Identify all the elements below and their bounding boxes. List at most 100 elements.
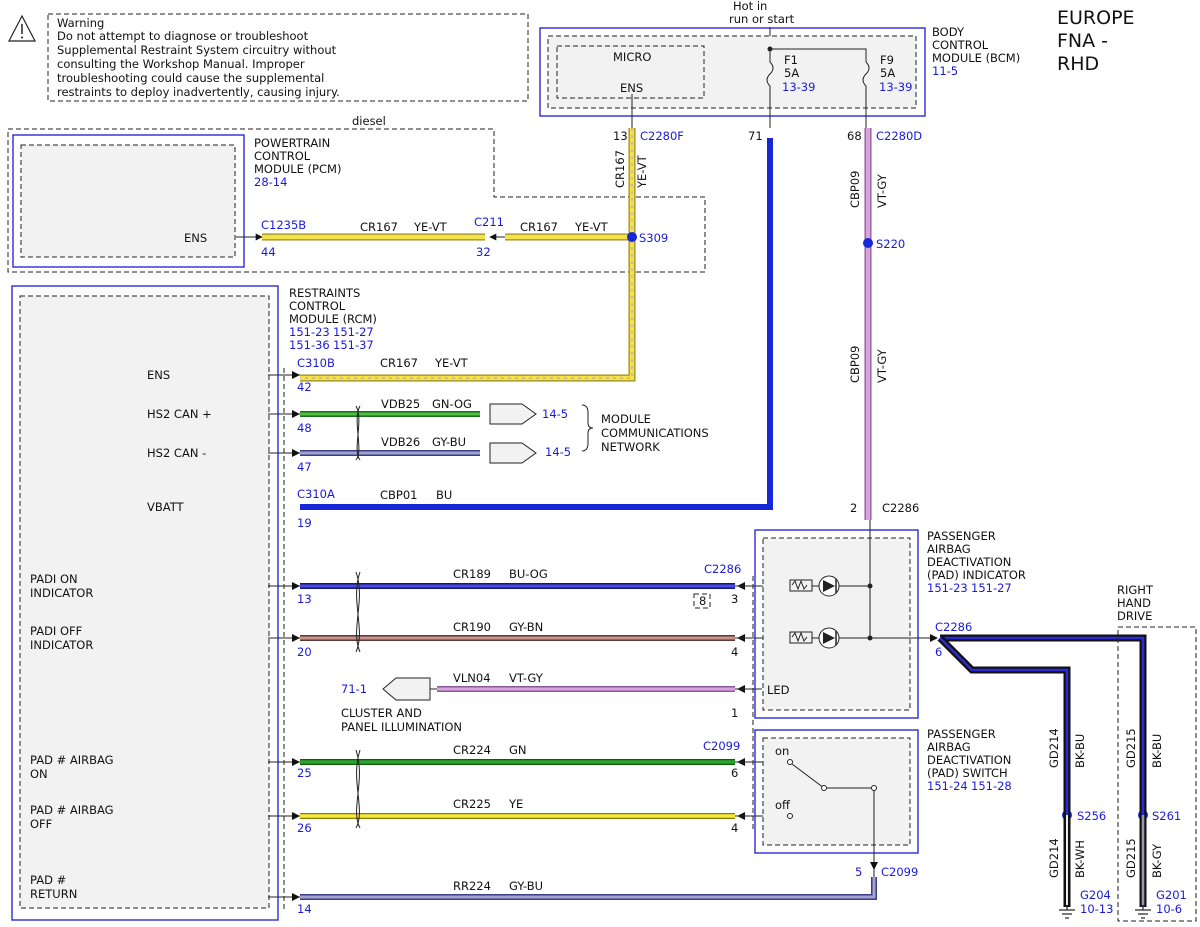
pad-indicator-label-2: AIRBAG (927, 542, 971, 556)
label-cr167-vertical: CR167 (613, 150, 627, 188)
wire-rr224 (300, 877, 877, 900)
label-gybn: GY-BN (509, 620, 543, 634)
label-vtgy-upper: VT-GY (875, 173, 889, 208)
c310b-connector: C310B (297, 356, 335, 370)
region-label-line1: EUROPE (1057, 7, 1135, 29)
c310a-connector: C310A (297, 487, 335, 501)
warning-text-5: restraints to deploy inadvertently, caus… (57, 85, 340, 99)
label-cr167-rcm: CR167 (380, 356, 418, 370)
ground-g204-ref: 10-13 (1080, 902, 1113, 916)
label-gd214-upper: GD214 (1047, 728, 1061, 768)
rcm-pin-airbag-off-2: OFF (30, 817, 52, 831)
region-label-line2: FNA - (1057, 30, 1108, 52)
rcm-pin-airbag-off-1: PAD # AIRBAG (30, 803, 114, 817)
bcm-ens-label: ENS (620, 81, 643, 95)
rcm-pin-padi-off-2: INDICATOR (30, 638, 93, 652)
bcm-box (539, 27, 926, 117)
c2286-right-pin: 6 (935, 645, 942, 659)
switch-icon (787, 759, 877, 877)
label-cr167-mid: CR167 (520, 220, 558, 234)
micro-label: MICRO (613, 50, 651, 64)
ground-g204-label: G204 (1080, 888, 1111, 902)
bcm-label-1: BODY (932, 25, 965, 39)
rhd-label-3: DRIVE (1117, 609, 1152, 623)
fuse-f1-ref: 13-39 (782, 80, 815, 94)
rcm-ref-2: 151-27 (333, 325, 374, 339)
pin-48: 48 (297, 421, 312, 435)
rcm-ref-3: 151-36 (289, 338, 330, 352)
led-off-icon (789, 627, 930, 649)
warning-title: Warning (57, 16, 104, 30)
network-connector-1 (489, 403, 537, 425)
warning-icon (8, 14, 36, 42)
warning-text-4: troubleshooting could cause the suppleme… (57, 71, 324, 85)
pin-25: 25 (297, 766, 312, 780)
label-gnog: GN-OG (432, 397, 472, 411)
label-vdb26: VDB26 (381, 435, 420, 449)
pad-switch-label-4: (PAD) SWITCH (927, 766, 1008, 780)
c2286-left-connector: C2286 (704, 562, 741, 576)
region-label-line3: RHD (1057, 53, 1099, 75)
pin-4-c2099: 4 (731, 821, 738, 835)
c2280f-pin: 13 (613, 129, 628, 143)
label-gd215-lower: GD215 (1124, 838, 1138, 878)
splice-s220-label: S220 (876, 237, 905, 251)
illum-connector (382, 677, 431, 701)
pcm-label-2: CONTROL (254, 149, 311, 163)
diesel-region (7, 128, 706, 273)
pin-47: 47 (297, 460, 312, 474)
c2099-bottom-pin: 5 (855, 865, 862, 879)
network-brace (581, 404, 594, 452)
label-bkwh: BK-WH (1073, 840, 1087, 878)
pad-indicator-label-3: DEACTIVATION (927, 555, 1011, 569)
label-cr167-pcm: CR167 (360, 220, 398, 234)
rcm-ref-4: 151-37 (333, 338, 374, 352)
label-cr189: CR189 (453, 567, 491, 581)
rcm-label-1: RESTRAINTS (289, 286, 360, 300)
pcm-box (12, 134, 245, 268)
rcm-ref-1: 151-23 (289, 325, 330, 339)
ground-g204-icon (1059, 905, 1075, 919)
note-8-box (693, 593, 711, 609)
pad-indicator-ref-2: 151-27 (971, 581, 1012, 595)
pin-1: 1 (731, 706, 738, 720)
c2286-top-connector: C2286 (882, 501, 919, 515)
bcm-pin-71: 71 (748, 129, 763, 143)
label-yevt-vertical: YE-VT (635, 154, 649, 189)
c2286-right-connector: C2286 (935, 620, 972, 634)
warning-text-2: Supplemental Restraint System circuitry … (57, 43, 337, 57)
label-vln04-color: VT-GY (509, 671, 544, 685)
label-gd214-lower: GD214 (1047, 838, 1061, 878)
c2280f-connector: C2280F (640, 129, 684, 143)
rcm-pin-can-plus: HS2 CAN + (147, 407, 212, 421)
label-bkbu-upper: BK-BU (1073, 734, 1087, 768)
pin-26: 26 (297, 821, 312, 835)
pad-indicator-inner (762, 537, 911, 711)
pcm-ref: 28-14 (254, 175, 287, 189)
label-cbp01: CBP01 (380, 488, 418, 502)
pcm-label-1: POWERTRAIN (254, 136, 330, 150)
warning-text-1: Do not attempt to diagnose or troublesho… (57, 29, 309, 43)
pad-indicator-ref-1: 151-23 (927, 581, 968, 595)
fuse-f1-label: F1 (784, 53, 798, 67)
illum-label-1: CLUSTER AND (341, 706, 422, 720)
led-label: LED (767, 683, 790, 697)
network-connector-2 (489, 442, 537, 464)
pad-switch-label-1: PASSENGER (927, 727, 996, 741)
c2280d-connector: C2280D (876, 129, 922, 143)
label-cbp09-upper: CBP09 (848, 171, 862, 209)
rhd-region (1117, 626, 1197, 922)
c211-connector: C211 (474, 215, 504, 229)
network-label-3: NETWORK (601, 440, 660, 454)
pin-14: 14 (297, 902, 312, 916)
fuse-f1-rating: 5A (784, 66, 799, 80)
ground-g201-ref: 10-6 (1156, 902, 1182, 916)
splice-s256-label: S256 (1077, 809, 1106, 823)
c310b-pin-42: 42 (297, 380, 312, 394)
rcm-pin-ens: ENS (147, 368, 170, 382)
twisted-pair-marks (355, 405, 361, 829)
warning-box (47, 13, 529, 102)
rhd-label-1: RIGHT (1117, 583, 1154, 597)
note-8: 8 (699, 594, 706, 608)
label-rr224: RR224 (453, 879, 491, 893)
